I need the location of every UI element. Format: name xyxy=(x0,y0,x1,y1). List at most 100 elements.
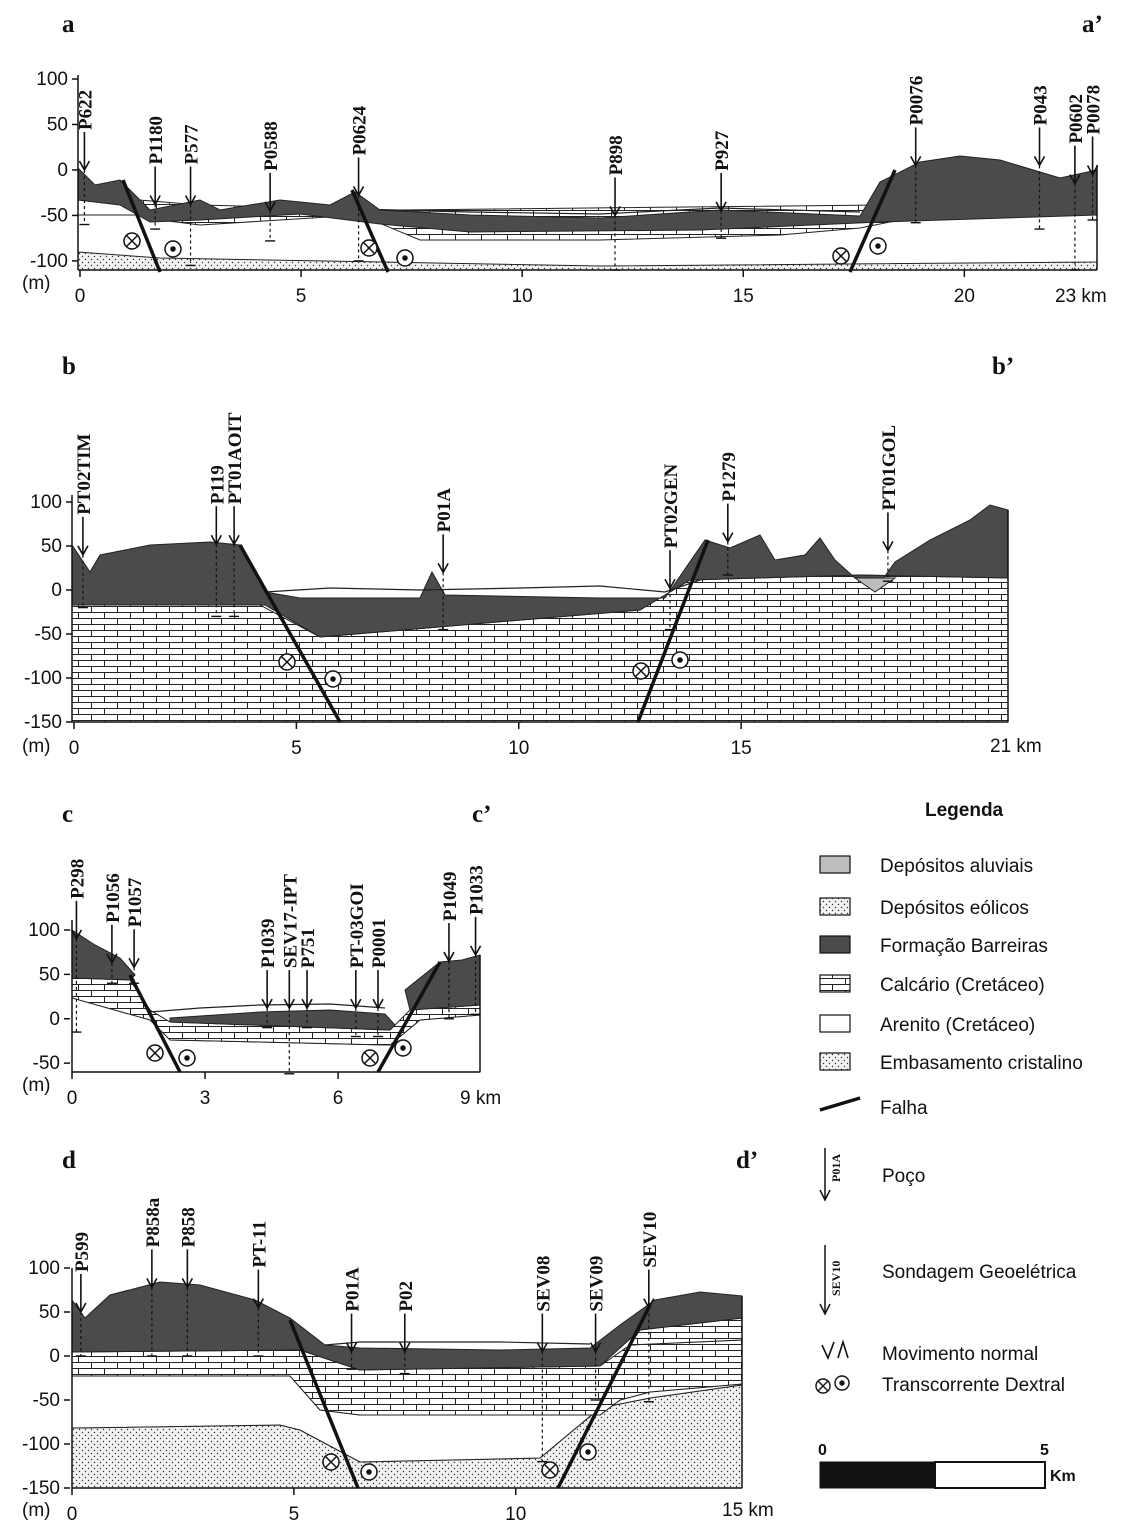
well-marker: P898 xyxy=(606,135,627,271)
barreiras-layer xyxy=(77,155,1098,233)
dextral-icon xyxy=(815,1375,850,1394)
legend-swatch-eolico xyxy=(819,897,851,916)
well-label: P1056 xyxy=(103,873,124,923)
well-marker: SEV10 xyxy=(640,1212,661,1403)
well-marker: P577 xyxy=(182,124,203,267)
well-marker: P927 xyxy=(712,130,733,239)
section-b-symbols xyxy=(278,651,689,688)
well-label: P0078 xyxy=(1084,85,1105,135)
well-label: SEV10 xyxy=(640,1212,661,1268)
well-label: P751 xyxy=(298,928,319,968)
well-label: P622 xyxy=(75,90,96,130)
well-marker: P0078 xyxy=(1084,85,1105,221)
y-tick-label: -50 xyxy=(33,1390,60,1411)
well-marker: P1039 xyxy=(258,918,279,1029)
y-unit-label: (m) xyxy=(22,1075,50,1096)
well-marker: P043 xyxy=(1031,85,1052,230)
well-marker: PT-11 xyxy=(249,1221,270,1357)
y-tick-label: 100 xyxy=(36,69,68,90)
x-tick-label: 15 xyxy=(733,286,754,307)
well-label: PT02TIM xyxy=(74,433,95,514)
x-tick-label: 5 xyxy=(291,738,302,759)
scale-bar-start: 0 xyxy=(818,1442,827,1459)
well-label: P1033 xyxy=(467,865,488,915)
well-marker: P0001 xyxy=(369,918,390,1038)
well-label: P298 xyxy=(67,859,88,899)
well-marker: P01A xyxy=(343,1267,364,1370)
well-marker: P1279 xyxy=(719,452,740,576)
section-d-axes xyxy=(71,1268,743,1489)
well-label: PT02GEN xyxy=(661,464,682,549)
x-tick-label: 5 xyxy=(296,286,307,307)
well-marker: P298 xyxy=(67,859,88,1033)
well-marker: P1056 xyxy=(103,873,124,984)
legend-label-dextral: Transcorrente Dextral xyxy=(882,1375,1065,1396)
down-arrow-icon xyxy=(78,160,91,172)
section-b-layers xyxy=(71,504,1009,723)
x-tick-label: 0 xyxy=(75,286,86,307)
well-label: PT-11 xyxy=(249,1221,270,1268)
legend-title: Legenda xyxy=(925,800,1004,821)
well-label: P119 xyxy=(207,465,228,504)
well-marker: P1049 xyxy=(440,871,461,1020)
y-tick-label: 100 xyxy=(28,920,60,941)
aluvial-surface-line xyxy=(324,1341,591,1346)
well-marker: P0602 xyxy=(1066,94,1087,271)
well-marker: P858 xyxy=(178,1207,199,1357)
x-tick-label: 0 xyxy=(67,1088,78,1109)
legend-label-normal: Movimento normal xyxy=(882,1344,1038,1365)
y-tick-label: 50 xyxy=(41,536,62,557)
legend-label-sev: Sondagem Geoelétrica xyxy=(882,1262,1077,1283)
aluvial-surface-line xyxy=(264,579,701,593)
well-marker: PT02GEN xyxy=(661,464,682,631)
fault-line xyxy=(556,1304,652,1489)
well-marker: SEV09 xyxy=(587,1256,608,1401)
well-label: SEV17-IPT xyxy=(280,874,301,968)
x-tick-label: 15 xyxy=(731,738,752,759)
well-marker: P119 xyxy=(207,465,228,618)
well-marker: P0588 xyxy=(261,121,282,242)
section-a-label: a xyxy=(62,11,75,38)
well-label: P577 xyxy=(182,124,203,165)
y-tick-label: 50 xyxy=(39,1302,60,1323)
legend-label-calcario: Calcário (Cretáceo) xyxy=(880,975,1045,996)
y-tick-label: 100 xyxy=(28,1258,60,1279)
legend-label-falha: Falha xyxy=(880,1098,928,1119)
x-end-label: 21 km xyxy=(990,736,1042,757)
legend-well-symbol: P01A xyxy=(819,1148,843,1202)
fault-line xyxy=(121,179,162,273)
x-tick-label: 6 xyxy=(333,1088,344,1109)
well-label: SEV08 xyxy=(533,1256,554,1312)
scale-bar-unit: Km xyxy=(1050,1468,1076,1485)
well-label: P02 xyxy=(396,1281,417,1312)
section-a-end-label: a’ xyxy=(1082,11,1103,38)
well-label: P1180 xyxy=(146,116,167,165)
x-tick-label: 0 xyxy=(67,1504,78,1525)
scale-bar: 0 5 Km xyxy=(818,1442,1076,1489)
well-label: P043 xyxy=(1031,85,1052,125)
y-unit-label: (m) xyxy=(22,273,50,294)
section-b-label: b xyxy=(62,353,76,380)
x-end-label: 9 km xyxy=(460,1088,501,1109)
well-label: P1049 xyxy=(440,871,461,921)
x-tick-label: 0 xyxy=(69,738,80,759)
well-marker: PT02TIM xyxy=(74,433,95,609)
x-end-label: 15 km xyxy=(722,1500,774,1521)
well-label: PT-03GOI xyxy=(347,883,368,968)
well-marker: PT01AOIT xyxy=(225,412,246,618)
fault-line xyxy=(848,169,897,273)
well-label: P858a xyxy=(143,1197,164,1247)
fault-line xyxy=(128,974,182,1073)
well-marker: P858a xyxy=(143,1197,164,1357)
fault-line xyxy=(238,544,342,723)
x-tick-label: 10 xyxy=(505,1504,526,1525)
well-label: P599 xyxy=(72,1232,93,1272)
y-tick-label: 50 xyxy=(47,114,68,135)
section-c-symbols xyxy=(146,1039,412,1067)
y-unit-label: (m) xyxy=(22,736,50,757)
section-d-layers xyxy=(71,1281,743,1489)
